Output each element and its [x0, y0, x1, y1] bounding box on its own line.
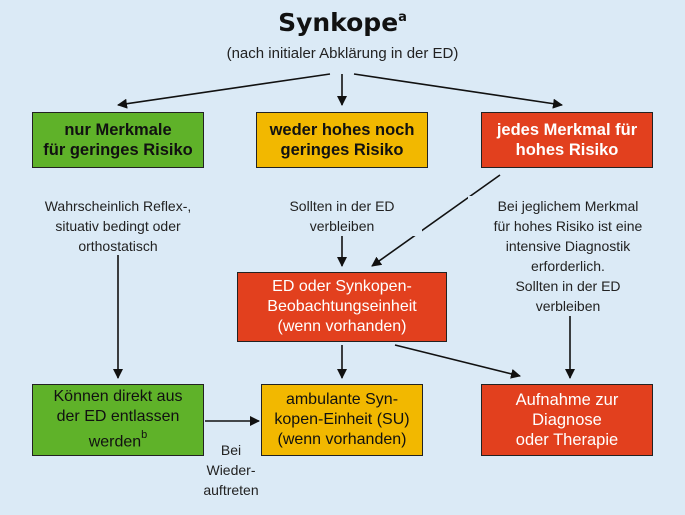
note-recurrence-line: Bei: [220, 442, 242, 458]
arrow-observation-to-admission: [394, 344, 521, 379]
box-observation-unit: ED oder Synkopen- Beobachtungseinheit (w…: [237, 272, 447, 342]
note-high-risk: Bei jeglichem Merkmal für hohes Risiko i…: [468, 196, 668, 316]
box-ambulant-line1: ambulante Syn-: [285, 391, 399, 408]
box-observation-line3: (wenn vorhanden): [277, 318, 407, 335]
box-observation-line2: Beobachtungseinheit: [267, 298, 417, 315]
box-high-risk-line1: jedes Merkmal für: [496, 121, 638, 139]
box-ambulant-line3: (wenn vorhanden): [277, 431, 407, 448]
note-high-line: Sollten in der ED: [515, 278, 621, 294]
box-neither-line2: geringes Risiko: [280, 141, 404, 159]
box-admission-line3: oder Therapie: [515, 431, 619, 449]
box-discharge-line2: der ED entlassen: [56, 408, 180, 426]
box-ambulant-unit: ambulante Syn- kopen-Einheit (SU) (wenn …: [261, 384, 423, 456]
diagram-title: Synkopea: [0, 8, 685, 37]
note-neither-line: verbleiben: [309, 218, 375, 234]
box-discharge-line3: werden: [88, 433, 142, 451]
title-footnote-mark: a: [398, 10, 407, 25]
arrow-high-to-observation: [371, 174, 501, 267]
note-neither: Sollten in der ED verbleiben: [262, 196, 422, 236]
title-text: Synkope: [278, 8, 399, 37]
note-neither-line: Sollten in der ED: [289, 198, 395, 214]
diagram-subtitle: (nach initialer Abklärung in der ED): [226, 45, 459, 62]
note-high-line: verbleiben: [535, 298, 601, 314]
box-high-risk-line2: hohes Risiko: [515, 141, 619, 159]
arrow-title-to-low: [117, 73, 331, 109]
note-low-line: orthostatisch: [78, 238, 158, 254]
box-admission-line2: Diagnose: [532, 411, 602, 429]
note-recurrence-line: Wieder-: [206, 462, 256, 478]
note-low-line: Wahrscheinlich Reflex-,: [44, 198, 192, 214]
note-low-line: situativ bedingt oder: [55, 218, 181, 234]
discharge-footnote-mark: b: [141, 429, 148, 442]
box-low-risk: nur Merkmale für geringes Risiko: [32, 112, 204, 168]
box-admission-line1: Aufnahme zur: [515, 391, 619, 409]
box-neither-risk: weder hohes noch geringes Risiko: [256, 112, 428, 168]
box-admission: Aufnahme zur Diagnose oder Therapie: [481, 384, 653, 456]
box-observation-line1: ED oder Synkopen-: [272, 278, 412, 295]
note-high-line: Bei jeglichem Merkmal: [497, 198, 639, 214]
note-high-line: intensive Diagnostik: [505, 238, 631, 254]
note-recurrence: Bei Wieder- auftreten: [196, 440, 266, 500]
box-neither-line1: weder hohes noch: [269, 121, 415, 139]
box-low-risk-line2: für geringes Risiko: [43, 141, 193, 159]
note-low-risk: Wahrscheinlich Reflex-, situativ bedingt…: [20, 196, 216, 256]
note-high-line: für hohes Risiko ist eine: [493, 218, 643, 234]
box-ambulant-line2: kopen-Einheit (SU): [274, 411, 410, 428]
box-discharge-line1: Können direkt aus: [53, 388, 183, 406]
note-high-line: erforderlich.: [531, 258, 605, 274]
box-low-risk-line1: nur Merkmale: [64, 121, 172, 139]
box-discharge: Können direkt aus der ED entlassen werde…: [32, 384, 204, 456]
arrow-title-to-high: [353, 73, 563, 109]
note-recurrence-line: auftreten: [203, 482, 259, 498]
box-high-risk: jedes Merkmal für hohes Risiko: [481, 112, 653, 168]
